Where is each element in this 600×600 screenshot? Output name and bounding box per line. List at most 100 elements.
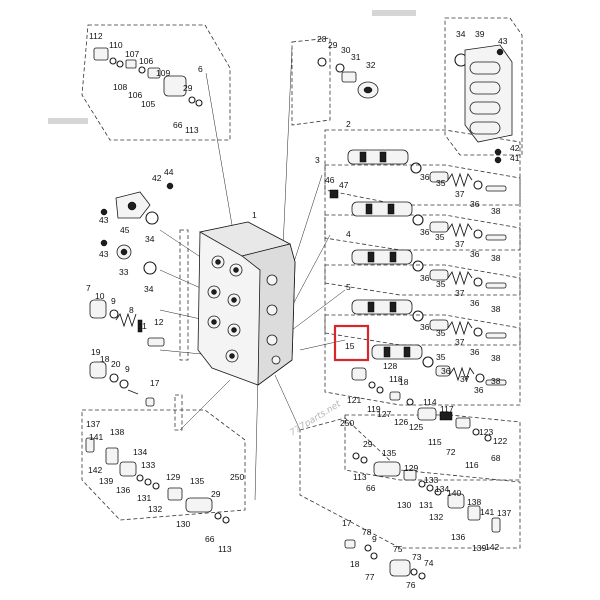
callout: 35	[436, 279, 446, 289]
callout: 36	[470, 298, 480, 308]
callout: 38	[491, 353, 501, 363]
callout: 36	[441, 366, 451, 376]
callout: 11	[138, 321, 147, 331]
callout: 43	[99, 215, 109, 225]
plug-parts-28-32	[317, 57, 379, 99]
blur-patch	[372, 10, 416, 16]
callout: 137	[497, 508, 511, 518]
callout: 117	[440, 404, 454, 414]
callout: 112	[89, 31, 103, 41]
callout: 72	[446, 447, 456, 457]
callout: 68	[491, 453, 501, 463]
cover-plate-39	[454, 44, 513, 164]
callout: 129	[166, 472, 180, 482]
callout-highlighted: 15	[345, 341, 355, 351]
callout: 109	[156, 68, 170, 78]
callout: 74	[424, 558, 434, 568]
callout: 119	[367, 404, 381, 414]
callout: 32	[366, 60, 376, 70]
callout: 38	[491, 304, 501, 314]
callout: 43	[498, 36, 508, 46]
callout: 35	[436, 178, 446, 188]
callout: 6	[198, 64, 203, 74]
callout: 8	[129, 305, 134, 315]
callout: 132	[429, 512, 443, 522]
callout: 43	[99, 249, 109, 259]
callout: 138	[110, 427, 124, 437]
callout: 17	[150, 378, 160, 388]
callout: 135	[190, 476, 204, 486]
callout: 18	[350, 559, 360, 569]
callout: 37	[455, 337, 465, 347]
callout: 250	[230, 472, 244, 482]
callout: 66	[173, 120, 183, 130]
spool-3	[329, 189, 507, 241]
callout: 9	[372, 534, 377, 544]
callout: 36	[470, 347, 480, 357]
callout: 115	[428, 437, 442, 447]
callout: 131	[137, 493, 151, 503]
callout: 36	[420, 322, 430, 332]
callout: 77	[365, 572, 375, 582]
callout: 34	[144, 284, 154, 294]
callout: 250	[340, 418, 354, 428]
callout: 3	[315, 155, 320, 165]
bottom-center-parts	[344, 539, 426, 580]
callout: 17	[342, 518, 352, 528]
callout: 44	[164, 167, 174, 177]
callout: 108	[113, 82, 127, 92]
callout: 42	[510, 143, 520, 153]
spool-15	[371, 344, 507, 386]
callout: 118	[389, 374, 403, 384]
callout: 18	[100, 354, 110, 364]
callout: 141	[89, 432, 103, 442]
callout: 107	[125, 49, 139, 59]
callout: 106	[139, 56, 153, 66]
spool-2	[347, 149, 507, 192]
blur-patch	[48, 118, 88, 124]
callout: 35	[436, 352, 446, 362]
callout: 128	[383, 361, 397, 371]
callout: 4	[346, 229, 351, 239]
callout: 38	[491, 253, 501, 263]
callout: 20	[111, 359, 121, 369]
callout: 129	[404, 463, 418, 473]
highlight-box	[333, 324, 370, 362]
leader-lines	[159, 47, 346, 501]
callout: 38	[491, 206, 501, 216]
callout: 136	[451, 532, 465, 542]
callout: 134	[133, 447, 147, 457]
callout: 37	[455, 189, 465, 199]
callout: 66	[205, 534, 215, 544]
callout: 113	[218, 544, 232, 554]
callout: 142	[485, 542, 499, 552]
callout: 47	[339, 180, 349, 190]
callout: 36	[420, 227, 430, 237]
callout: 131	[419, 500, 433, 510]
callout: 36	[420, 172, 430, 182]
callout: 2	[346, 119, 351, 129]
callout: 142	[88, 465, 102, 475]
callout: 34	[456, 29, 466, 39]
callout: 133	[424, 475, 438, 485]
callout: 37	[455, 288, 465, 298]
callout: 127	[377, 409, 391, 419]
callout: 37	[460, 374, 470, 384]
assembly-250-left	[85, 437, 230, 524]
callout: 1	[252, 210, 257, 220]
callout: 122	[493, 436, 507, 446]
callout-labels: 112 110 107 106 108 106 105 109 6 29 66 …	[86, 29, 520, 590]
callout: 126	[394, 417, 408, 427]
callout: 133	[141, 460, 155, 470]
callout: 18	[399, 377, 409, 387]
spool-4	[351, 249, 507, 289]
callout: 30	[341, 45, 351, 55]
callout: 35	[436, 328, 446, 338]
callout: 33	[119, 267, 129, 277]
watermark-text: 777parts.net	[288, 399, 343, 438]
main-valve-body	[197, 221, 296, 386]
callout: 139	[99, 476, 113, 486]
callout: 35	[435, 232, 445, 242]
callout: 106	[128, 90, 142, 100]
